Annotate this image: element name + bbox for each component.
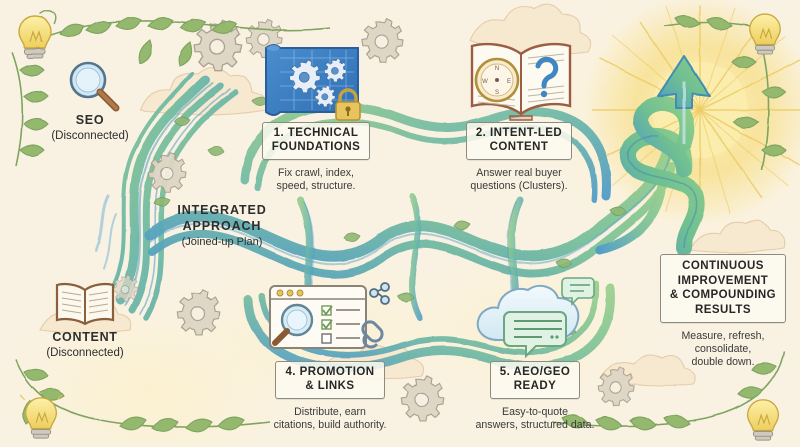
book-compass-question-icon: N S W E [470, 42, 572, 121]
step-1-icon-wrap [258, 42, 368, 122]
bulb-bottom-right [742, 394, 784, 444]
open-book-icon [55, 282, 115, 326]
gear-icon [400, 375, 445, 422]
step-2-title-box: 2. INTENT-LED CONTENT [465, 122, 573, 160]
step-4-title-box: 4. PROMOTION & LINKS [275, 361, 385, 399]
content-icon-wrap [52, 280, 118, 328]
seo-icon-wrap [62, 58, 124, 116]
question-mark-icon [535, 56, 559, 89]
cloud-chat-icon [476, 277, 595, 358]
spiral-up-arrow-icon [620, 55, 711, 256]
sidelabel-seo-title: SEO [75, 113, 105, 127]
gear-icon [176, 289, 221, 336]
checklist-icon [321, 305, 360, 344]
gear-icon [597, 366, 635, 406]
step-5[interactable]: 5. AEO/GEO READY Easy-to-quote answers, … [450, 361, 620, 432]
sidelabel-content-title: CONTENT [52, 330, 118, 344]
sidelabel-seo: SEO (Disconnected) [20, 113, 160, 143]
sidelabel-seo-sub: (Disconnected) [51, 130, 129, 142]
step-2-desc: Answer real buyer questions (Clusters). [470, 167, 568, 192]
step-5-title: 5. AEO/GEO READY [499, 366, 571, 392]
gear-icon [361, 17, 404, 63]
ribbon-flows [94, 72, 676, 373]
svg-text:E: E [507, 79, 511, 85]
sidelabel-content-sub: (Disconnected) [46, 347, 124, 359]
step-2-icon-wrap: N S W E [462, 32, 580, 122]
outcome-title-box: CONTINUOUS IMPROVEMENT & COMPOUNDING RES… [659, 254, 787, 323]
step-4-title: 4. PROMOTION & LINKS [285, 366, 375, 392]
integrated-approach-title: INTEGRATED APPROACH [177, 203, 267, 233]
svg-text:S: S [495, 90, 499, 96]
bulb-top-right [745, 10, 785, 60]
step-5-title-box: 5. AEO/GEO READY [489, 361, 581, 399]
step-2-title: 2. INTENT-LED CONTENT [475, 127, 563, 153]
leafy-vine-icon [11, 10, 331, 167]
outcome-title: CONTINUOUS IMPROVEMENT & COMPOUNDING RES… [669, 260, 777, 316]
step-1[interactable]: 1. TECHNICAL FOUNDATIONS Fix crawl, inde… [240, 122, 392, 193]
lightbulb-icon [18, 15, 52, 59]
step-2[interactable]: 2. INTENT-LED CONTENT Answer real buyer … [438, 122, 600, 193]
cloud-icon [39, 3, 786, 387]
lightbulb-icon [749, 13, 781, 55]
integrated-approach-label: INTEGRATED APPROACH (Joined-up Plan) [138, 203, 306, 249]
integrated-approach-subtitle: (Joined-up Plan) [181, 236, 263, 248]
step-1-title-box: 1. TECHNICAL FOUNDATIONS [261, 122, 371, 160]
gear-icon [112, 274, 139, 302]
svg-text:N: N [495, 66, 499, 72]
leafy-vine-icon [551, 351, 785, 431]
vine-decorations [11, 10, 787, 433]
step-5-desc: Easy-to-quote answers, structured data. [475, 406, 595, 431]
chat-bubble-small-icon [561, 277, 595, 306]
step-4[interactable]: 4. PROMOTION & LINKS Distribute, earn ci… [240, 361, 420, 432]
magnifier-icon [69, 61, 120, 112]
lightbulb-icon [20, 392, 62, 439]
step-5-icon-wrap [470, 276, 596, 358]
padlock-icon [335, 88, 361, 121]
magnifier-icon [272, 303, 314, 346]
outcome-icon-wrap [612, 48, 752, 258]
chain-link-icon [361, 320, 384, 349]
svg-text:W: W [482, 79, 488, 85]
blueprint-gears-lock-icon [265, 44, 361, 121]
outcome[interactable]: CONTINUOUS IMPROVEMENT & COMPOUNDING RES… [648, 254, 798, 369]
step-4-desc: Distribute, earn citations, build author… [273, 406, 387, 431]
gear-icon [147, 151, 187, 193]
outcome-desc: Measure, refresh, consolidate, double do… [681, 330, 765, 368]
lightbulb-icon [746, 399, 780, 441]
step-1-title: 1. TECHNICAL FOUNDATIONS [271, 127, 361, 153]
bulb-top-left [14, 12, 56, 64]
gear-icon [193, 19, 243, 72]
gear-cluster [112, 17, 635, 422]
bulb-bottom-left [20, 392, 62, 442]
step-4-icon-wrap [266, 282, 392, 360]
compass-icon: N S W E [474, 57, 520, 103]
step-1-desc: Fix crawl, index, speed, structure. [276, 167, 356, 192]
share-icon [369, 282, 390, 305]
browser-checklist-link-icon [269, 282, 390, 349]
chat-bubble-icon [503, 311, 567, 358]
sidelabel-content: CONTENT (Disconnected) [15, 330, 155, 360]
